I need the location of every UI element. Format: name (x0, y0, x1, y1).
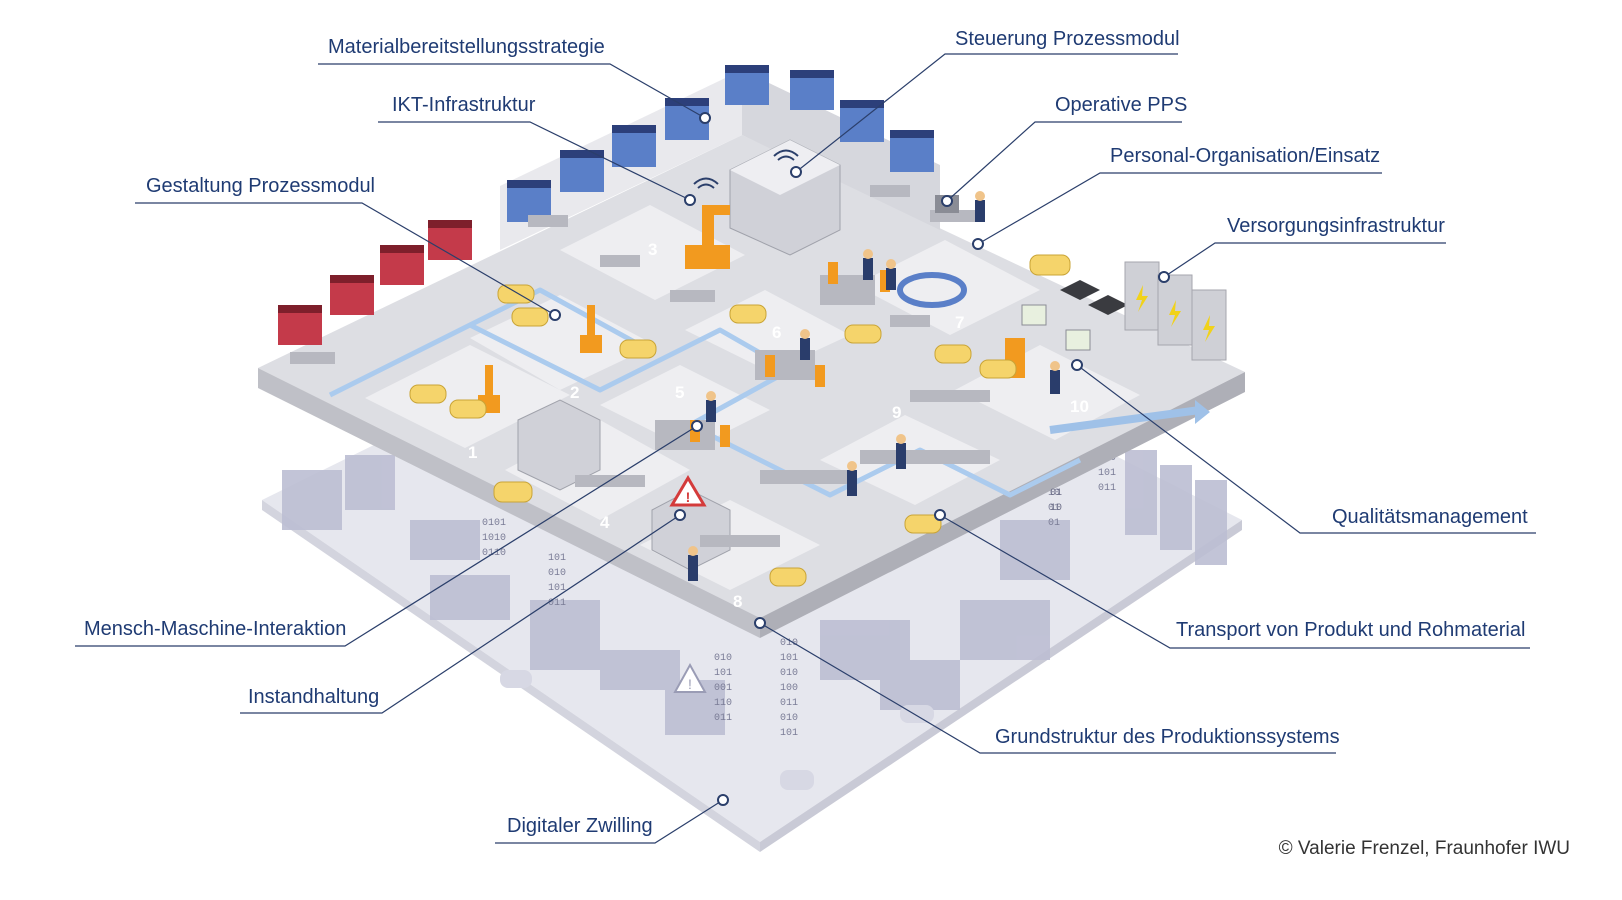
svg-text:101: 101 (548, 583, 566, 594)
svg-text:!: ! (688, 676, 692, 692)
binary-columns: 0110 (1050, 488, 1062, 514)
svg-text:101: 101 (548, 553, 566, 564)
rotary-transport-ring (897, 272, 967, 308)
svg-text:1010: 1010 (482, 533, 506, 544)
svg-text:01: 01 (1050, 488, 1062, 499)
workers (688, 191, 1060, 581)
label-steuerung-prozessmodul: Steuerung Prozessmodul (955, 28, 1180, 50)
module-number: 3 (648, 240, 657, 259)
module-number: 5 (675, 383, 684, 402)
svg-text:01: 01 (1048, 503, 1060, 514)
label-versorgungsinfrastruktur: Versorgungsinfrastruktur (1227, 215, 1445, 237)
twin-warning-icon: ! (673, 662, 707, 693)
machine-enclosures (517, 139, 841, 571)
svg-text:101: 101 (714, 668, 732, 679)
label-mensch-maschine-interaktion: Mensch-Maschine-Interaktion (84, 618, 347, 640)
power-cabinets (1124, 261, 1227, 361)
module-number: 1 (468, 443, 477, 462)
red-shelves (278, 220, 472, 345)
svg-text:101: 101 (780, 653, 798, 664)
svg-text:10: 10 (1048, 488, 1060, 499)
label-transport: Transport von Produkt und Rohmaterial (1176, 619, 1526, 641)
svg-text:101: 101 (780, 728, 798, 739)
warning-sign-icon: ! (669, 475, 707, 507)
svg-text:010: 010 (548, 568, 566, 579)
module-number: 2 (570, 383, 579, 402)
module-number: 7 (955, 313, 964, 332)
svg-text:10: 10 (1050, 503, 1062, 514)
label-operative-pps: Operative PPS (1055, 94, 1188, 116)
module-number: 8 (733, 592, 742, 611)
label-qualitaetsmanagement: Qualitätsmanagement (1332, 506, 1528, 528)
module-number: 4 (600, 513, 610, 532)
label-instandhaltung: Instandhaltung (248, 686, 380, 708)
svg-text:100: 100 (780, 683, 798, 694)
leader-dots (549, 112, 1170, 806)
leader-lines (75, 53, 1536, 844)
svg-text:011: 011 (780, 698, 798, 709)
svg-text:0101: 0101 (482, 518, 506, 529)
wifi-icon (693, 149, 799, 189)
label-gestaltung-prozessmodul: Gestaltung Prozessmodul (146, 175, 376, 197)
module-number: 10 (1070, 397, 1089, 416)
image-credit: © Valerie Frenzel, Fraunhofer IWU (1278, 838, 1570, 859)
label-personal-organisation: Personal-Organisation/Einsatz (1110, 145, 1381, 167)
charging-pads (1060, 280, 1128, 315)
svg-text:101: 101 (1098, 468, 1116, 479)
label-materialbereitstellungsstrategie: Materialbereitstellungsstrategie (328, 36, 605, 58)
svg-text:110: 110 (714, 698, 732, 709)
svg-text:011: 011 (548, 598, 566, 609)
label-ikt-infrastruktur: IKT-Infrastruktur (392, 94, 536, 116)
agv-vehicles (409, 254, 1071, 587)
svg-text:!: ! (686, 489, 691, 505)
svg-text:01: 01 (1048, 518, 1060, 529)
module-number: 6 (772, 323, 781, 342)
svg-text:010: 010 (780, 638, 798, 649)
svg-text:010: 010 (714, 653, 732, 664)
svg-text:010: 010 (780, 713, 798, 724)
label-grundstruktur: Grundstruktur des Produktionssystems (995, 726, 1340, 748)
svg-text:011: 011 (714, 713, 732, 724)
module-numbers: 1 2 3 4 5 6 7 8 9 10 (468, 240, 1089, 611)
module-number: 9 (892, 403, 901, 422)
material-flow-path (328, 287, 1201, 498)
svg-text:010: 010 (780, 668, 798, 679)
svg-text:011: 011 (1098, 483, 1116, 494)
svg-text:001: 001 (714, 683, 732, 694)
label-digitaler-zwilling: Digitaler Zwilling (507, 815, 653, 837)
